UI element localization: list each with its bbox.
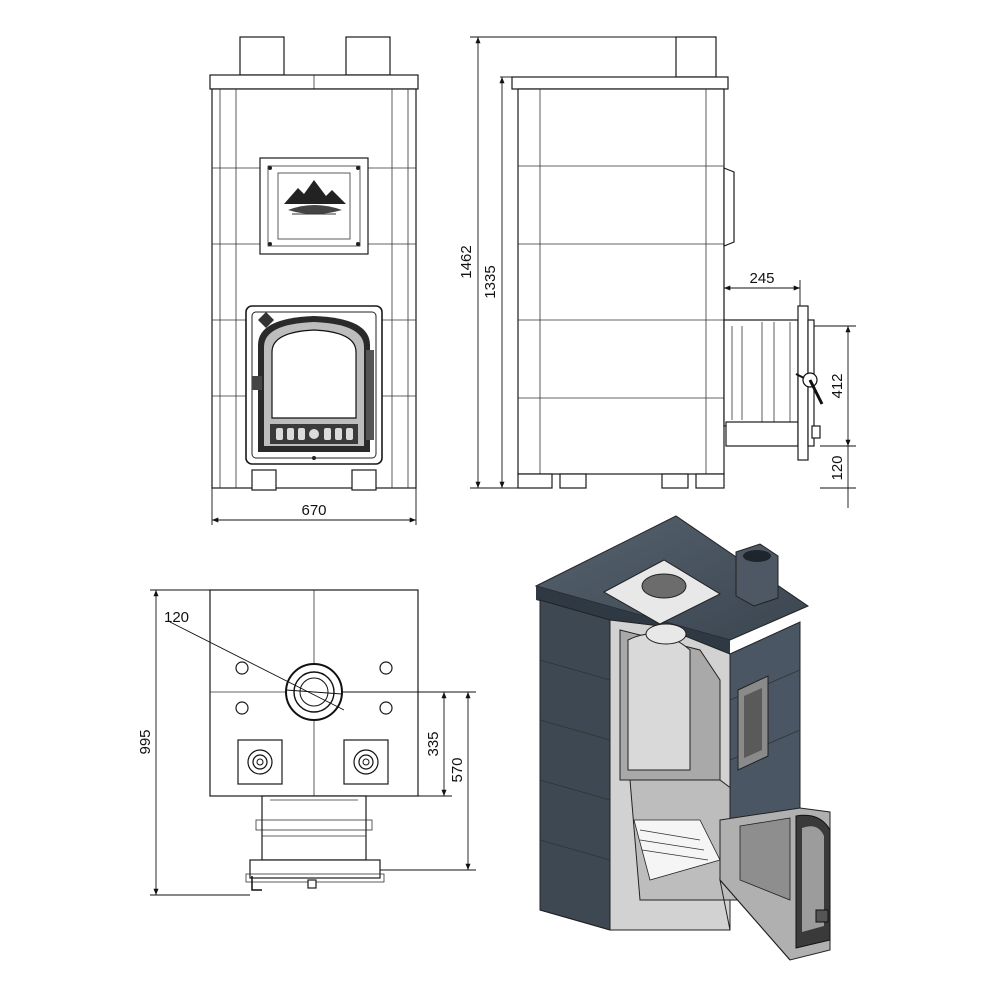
door-handle-icon <box>366 350 374 440</box>
hinge-icon <box>252 376 262 390</box>
dim-tunnel-length: 245 <box>749 270 774 287</box>
side-body <box>517 88 725 475</box>
mountain-emblem-icon <box>284 180 346 215</box>
dim-height-total: 1462 <box>458 245 475 278</box>
dim-height-body: 1335 <box>482 265 499 298</box>
side-top-cap <box>511 76 729 90</box>
front-chimney-right <box>345 36 391 76</box>
dim-width-front: 670 <box>301 502 326 519</box>
dim-chimney-to-back: 335 <box>425 731 442 756</box>
front-view: 670 <box>209 36 419 525</box>
stove-cutaway-3d <box>534 515 831 961</box>
fire-door <box>245 305 383 465</box>
top-view: 120 995 335 570 <box>137 589 476 896</box>
feed-tunnel-side <box>723 305 824 461</box>
dim-tunnel-bottom: 120 <box>829 455 846 480</box>
lever-icon <box>795 372 824 405</box>
dim-chimney-to-front: 570 <box>449 757 466 782</box>
side-view: 1462 1335 245 412 120 <box>458 36 856 508</box>
side-chimney <box>675 36 717 78</box>
dim-depth-total: 995 <box>137 729 154 754</box>
front-chimney-left <box>239 36 285 76</box>
dim-tunnel-height: 412 <box>829 373 846 398</box>
dim-chimney-offset: 120 <box>164 609 189 626</box>
